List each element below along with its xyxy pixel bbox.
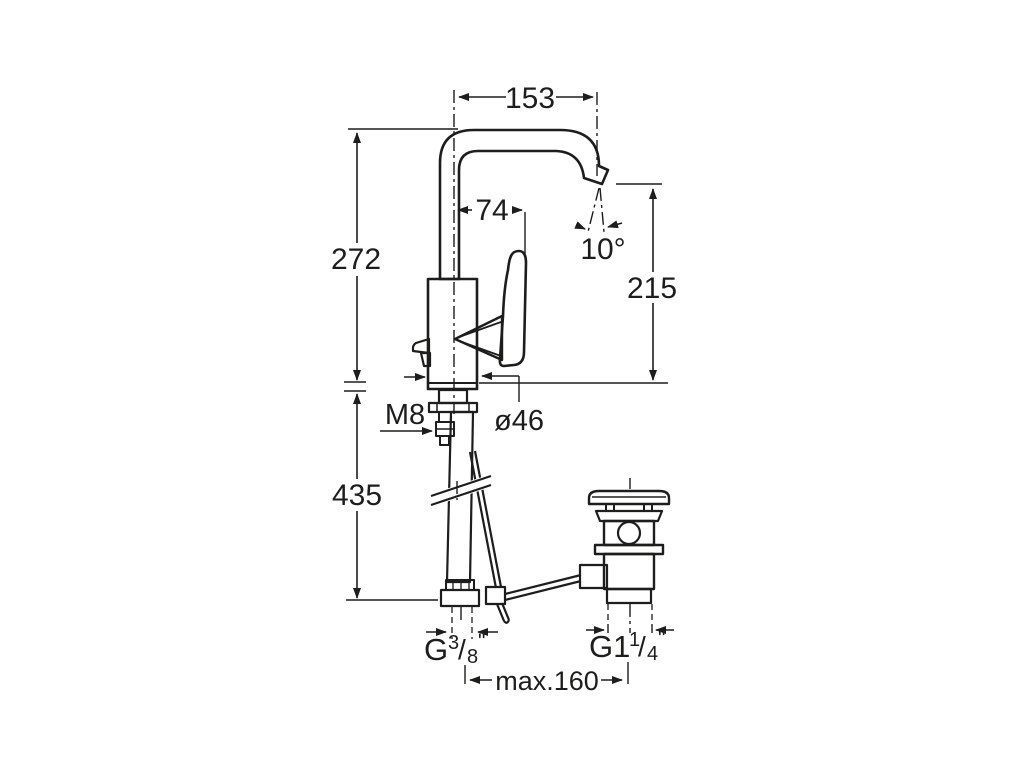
hose-connector-nut [439,579,481,608]
dim-body-height-label: 272 [331,243,381,276]
base-washer [427,401,479,414]
linkage-rod [504,573,582,602]
svg-text:G1: G1 [589,629,630,664]
dim-stream-angle-label: 10° [580,233,625,266]
dimension-labels: 153 74 10° 272 215 M8 ø46 435 max.160 G … [331,82,677,696]
svg-text:1: 1 [629,629,640,651]
svg-text:8: 8 [467,646,478,668]
svg-text:": " [478,630,485,653]
svg-text:/: / [638,631,646,662]
dim-outlet-height-label: 215 [627,272,677,305]
faucet-figure [411,128,671,624]
cartridge-cone [453,314,504,362]
svg-text:3: 3 [448,632,459,654]
drain-side-hole [616,520,642,546]
dim-stud-thread-label: M8 [385,399,425,431]
drain-valve [578,489,671,605]
dim-max-distance-label: max.160 [495,666,599,696]
hose-break-symbol [430,474,492,507]
dim-waste-thread-label: G1 1 / 4 " [589,627,665,665]
svg-text:": " [658,627,665,650]
mixer-handle [498,249,528,368]
rod-adjuster-knurl [578,563,609,590]
popup-rod [468,450,503,589]
dim-inlet-thread-label: G 3 / 8 " [424,630,485,668]
dimension-lines [353,93,674,684]
svg-text:4: 4 [647,643,658,665]
svg-text:G: G [424,632,448,667]
drain-thread [605,587,653,605]
svg-text:/: / [458,634,466,665]
dim-base-diameter-label: ø46 [494,405,544,437]
spout [438,128,610,281]
dim-handle-offset-label: 74 [475,194,508,227]
dim-hose-length-label: 435 [332,479,382,512]
centerlines [453,90,631,633]
shank-knurl [437,388,469,405]
dim-spout-reach-label: 153 [505,82,555,115]
popup-rod-knob [411,337,432,368]
extension-lines [344,128,668,684]
rod-clamp [484,585,511,624]
m8-stud [435,411,455,446]
